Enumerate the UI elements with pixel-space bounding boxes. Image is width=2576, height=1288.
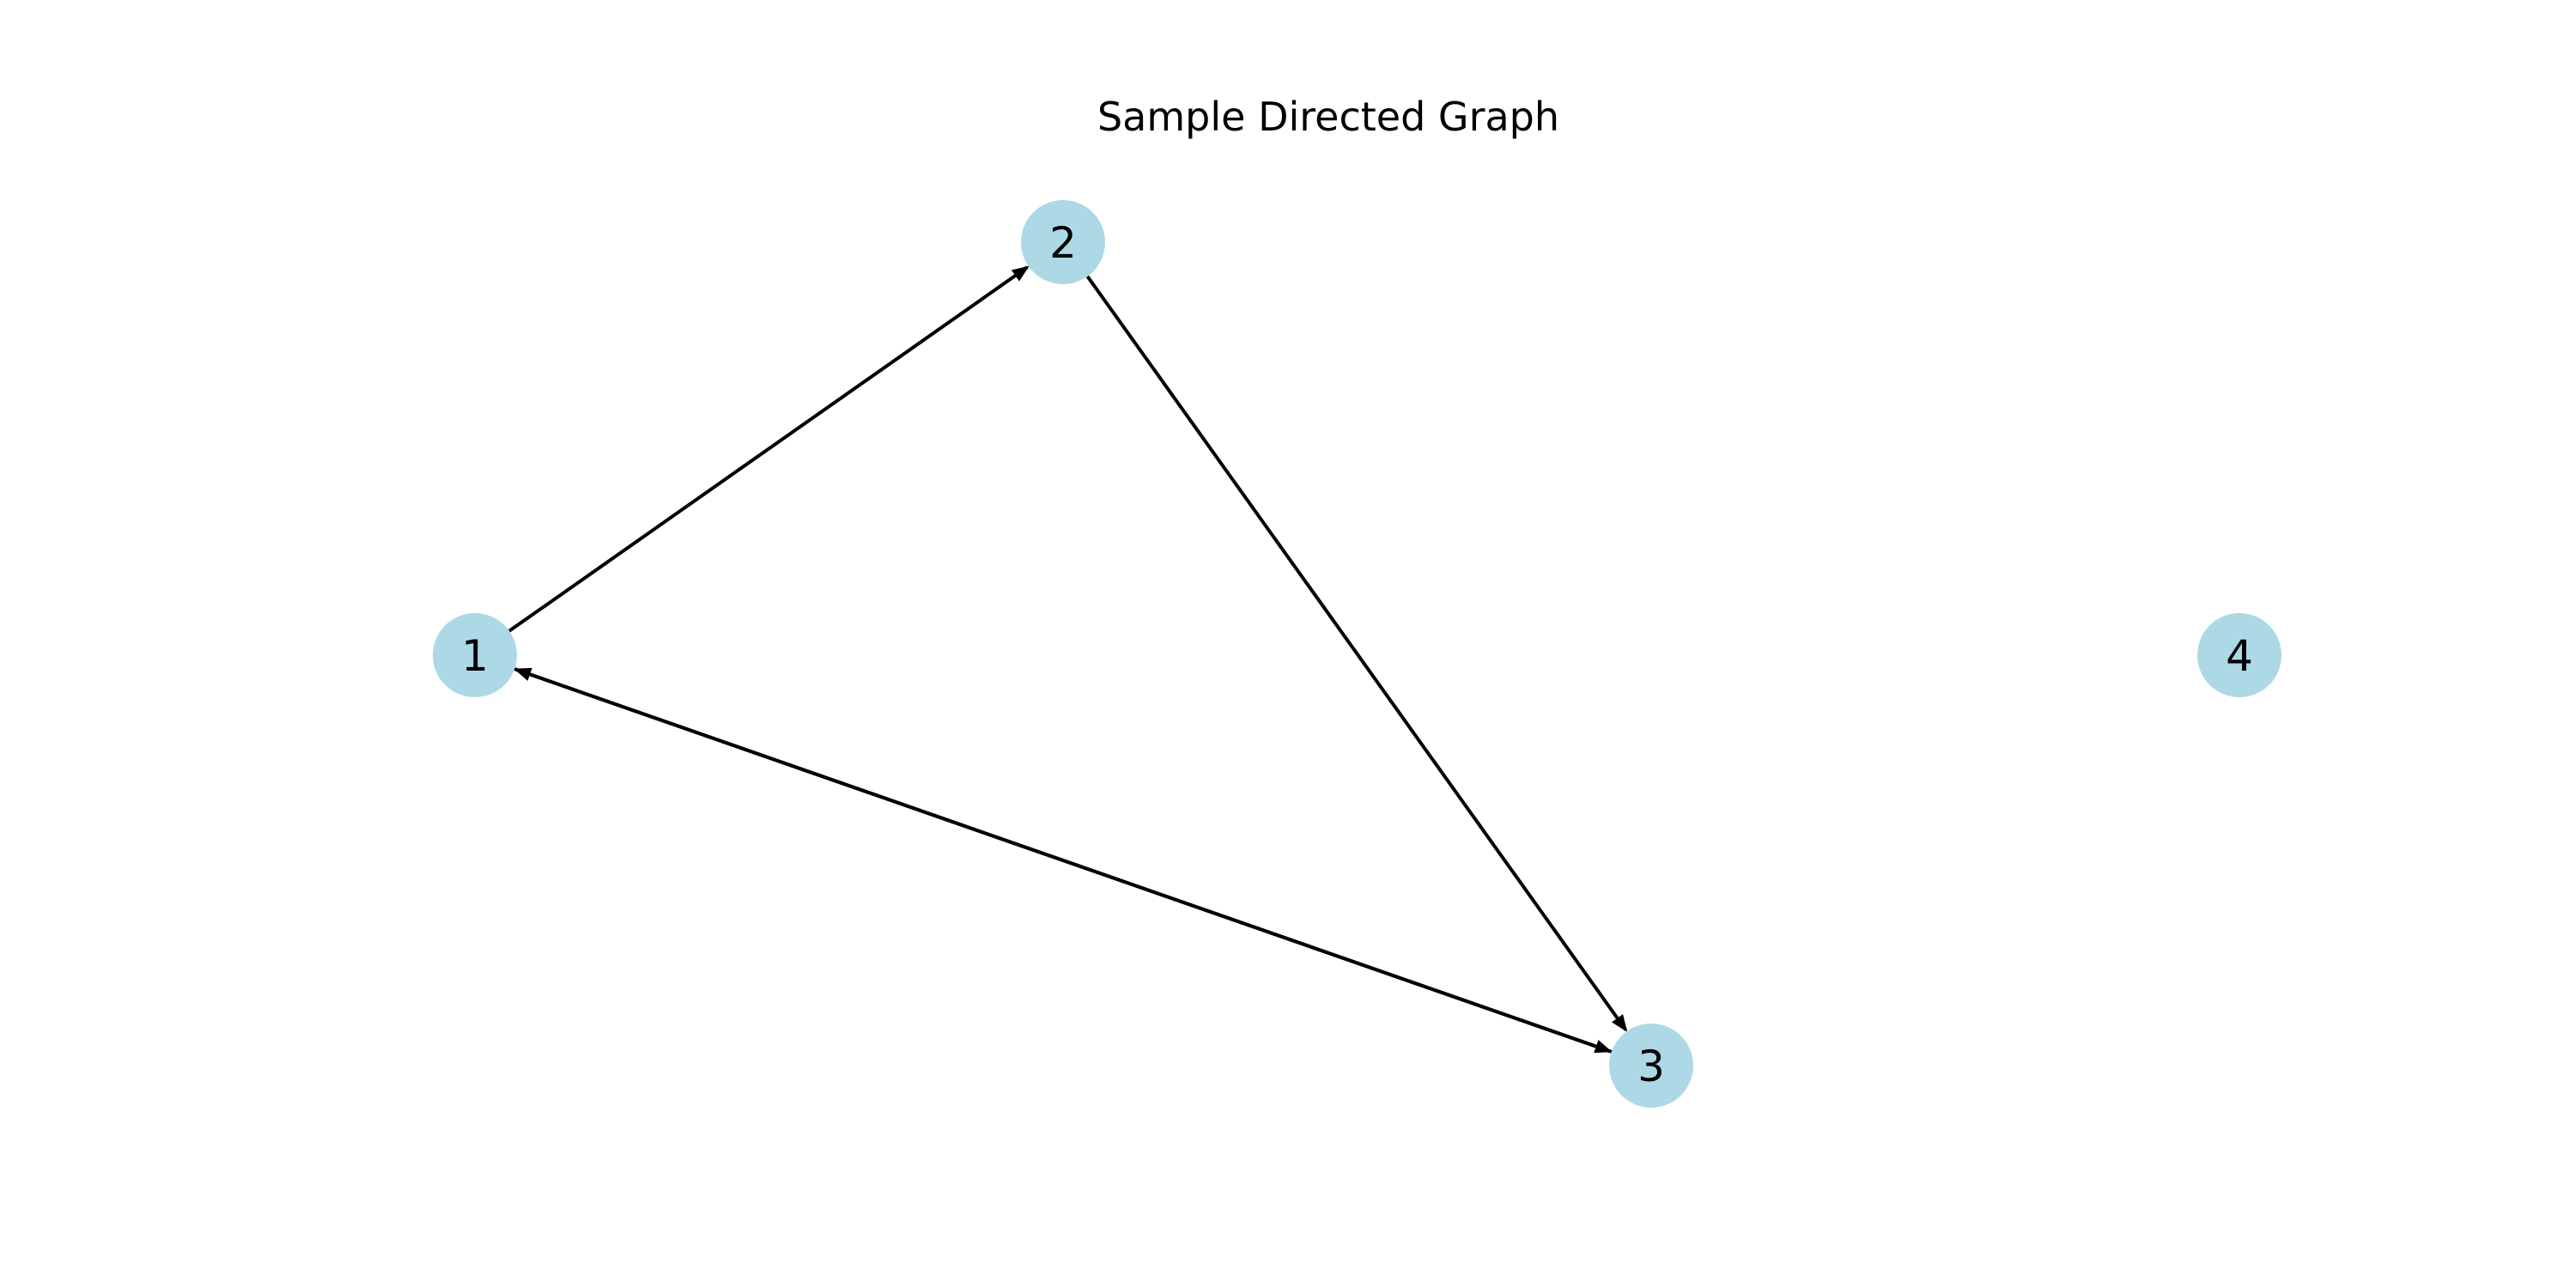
edge-1-to-3 bbox=[513, 667, 1613, 1054]
node-circle bbox=[2197, 613, 2281, 697]
edge-1-to-2 bbox=[507, 265, 1030, 633]
node-label: 1 bbox=[461, 631, 489, 681]
edge-2-to-3 bbox=[1085, 275, 1628, 1032]
graph-node-3: 3 bbox=[1609, 1024, 1693, 1108]
node-label: 4 bbox=[2226, 631, 2253, 681]
graph-node-1: 1 bbox=[433, 613, 517, 697]
graph-node-2: 2 bbox=[1021, 200, 1105, 284]
node-circle bbox=[1021, 200, 1105, 284]
node-layer: 1 2 3 4 bbox=[433, 200, 2281, 1108]
graph-title: Sample Directed Graph bbox=[1097, 94, 1559, 140]
node-circle bbox=[433, 613, 517, 697]
node-label: 2 bbox=[1049, 218, 1077, 268]
node-circle bbox=[1609, 1024, 1693, 1108]
graph-node-4: 4 bbox=[2197, 613, 2281, 697]
edge-layer bbox=[507, 265, 1628, 1054]
node-label: 3 bbox=[1637, 1042, 1665, 1091]
